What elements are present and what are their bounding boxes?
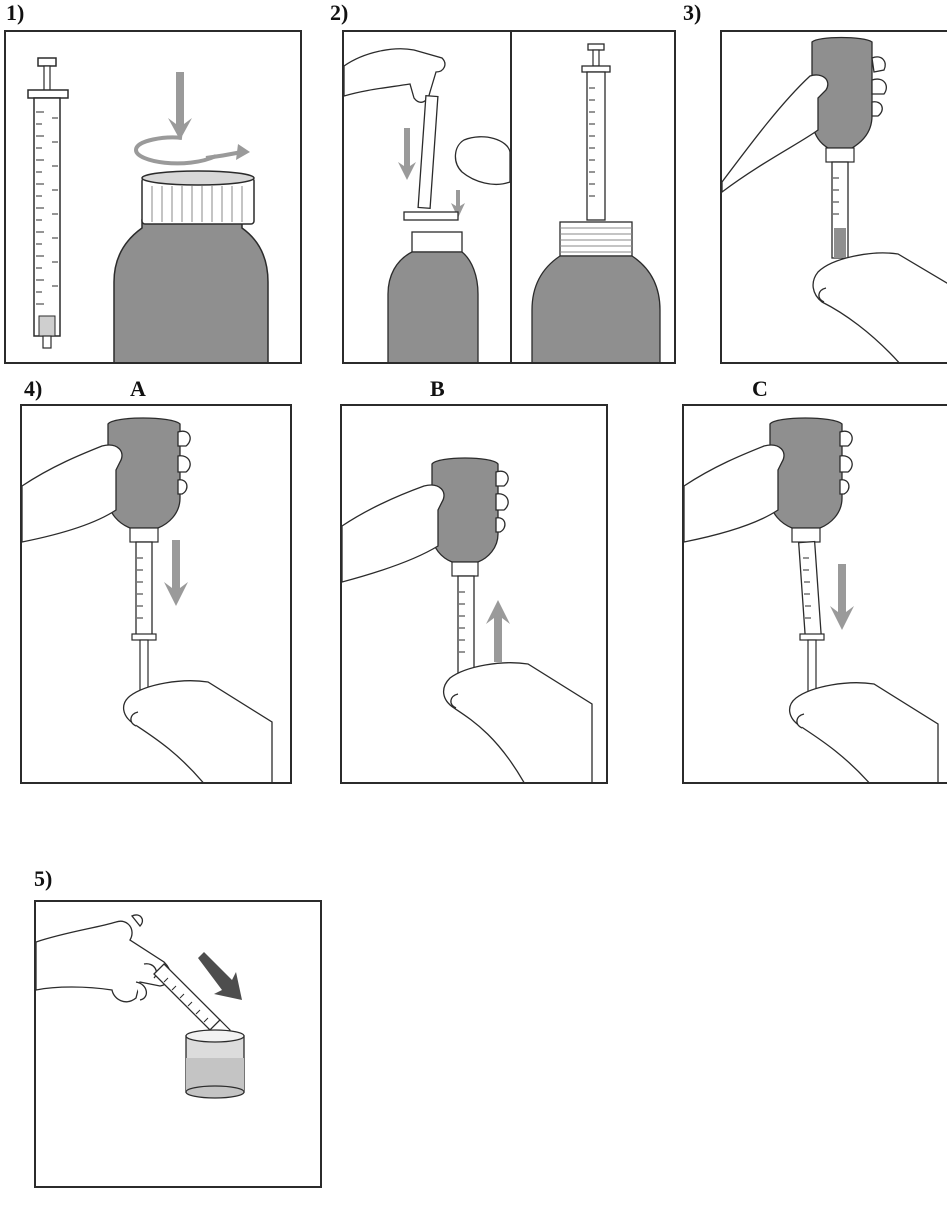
syringe-icon [832, 162, 848, 258]
hand-icon [813, 253, 947, 364]
substep-c-label: C [752, 378, 768, 400]
step-2-label: 2) [330, 2, 348, 24]
substep-b-label: B [430, 378, 445, 400]
syringe-icon [582, 44, 610, 220]
step-4c-panel [682, 404, 947, 784]
step-5-illustration [36, 902, 322, 1188]
arrow-down-icon [830, 564, 854, 630]
step-3-illustration [722, 32, 947, 364]
hand-icon [790, 683, 938, 784]
syringe-icon [458, 576, 474, 676]
step-4c-illustration [684, 406, 947, 784]
substep-a-label: A [130, 378, 146, 400]
step-1-panel [4, 30, 302, 364]
step-4a-panel [20, 404, 292, 784]
syringe-icon [132, 542, 156, 692]
bottle-icon [432, 458, 498, 576]
step-4a-illustration [22, 406, 292, 784]
bottle-icon [532, 222, 660, 364]
cup-icon [186, 1030, 244, 1098]
step-2-panel [342, 30, 676, 364]
step-1-illustration [6, 32, 302, 364]
step-2-illustration [344, 32, 676, 364]
syringe-icon [28, 58, 68, 348]
bottle-icon [770, 418, 842, 542]
syringe-icon [418, 96, 438, 209]
hand-icon [444, 663, 592, 784]
arrow-diagonal-icon [198, 952, 242, 1000]
step-4b-panel [340, 404, 608, 784]
hand-icon [36, 915, 170, 1002]
step-1-label: 1) [6, 2, 24, 24]
hand-icon [124, 681, 272, 784]
bottle-icon [114, 171, 268, 364]
bottle-icon [388, 212, 478, 364]
arrow-down-icon [168, 72, 192, 140]
step-4b-illustration [342, 406, 608, 784]
step-3-label: 3) [683, 2, 701, 24]
step-5-label: 5) [34, 868, 52, 890]
step-4-label: 4) [24, 378, 42, 400]
rotate-icon [136, 138, 250, 164]
arrow-down-icon [164, 540, 188, 606]
arrow-up-icon [486, 600, 510, 662]
step-3-panel [720, 30, 947, 364]
bottle-icon [812, 38, 872, 163]
syringe-icon [799, 542, 824, 692]
step-5-panel [34, 900, 322, 1188]
bottle-icon [108, 418, 180, 542]
